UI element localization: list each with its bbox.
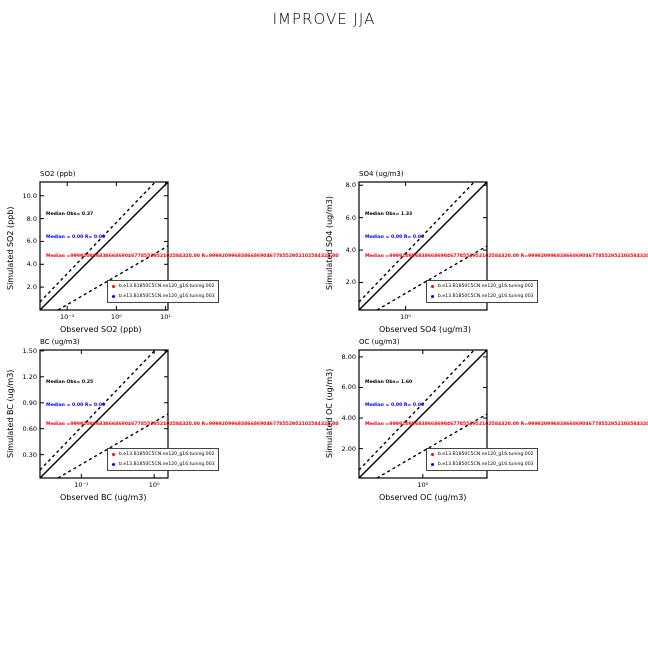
y-tick-label: 0.30 <box>22 450 37 459</box>
legend-marker <box>112 452 115 456</box>
y-tick-label: 1.20 <box>22 372 37 381</box>
legend-marker <box>112 294 115 298</box>
figure-title: IMPROVE JJA <box>272 10 376 28</box>
plot-area <box>39 349 169 479</box>
plot-area <box>39 181 169 311</box>
x-axis-label: Observed OC (ug/m3) <box>379 493 467 502</box>
chart-panel: 2.0 4.0 6.0 8.0 10⁰ SO4 (ug/m3) Observed SO4 (… <box>325 170 648 334</box>
legend-item: b.e13.B1850C5CN.ne120_g16.tuning.002 <box>108 449 218 459</box>
legend-item: b.e13.B1850C5CN.ne120_g16.tuning.003 <box>427 459 537 469</box>
y-tick-label: 4.0 <box>26 260 37 269</box>
y-tick-label: 6.00 <box>341 383 356 392</box>
upper-factor-line <box>39 349 156 471</box>
y-tick-label: 4.0 <box>345 246 356 255</box>
one-to-one-line <box>358 181 488 311</box>
plot-frame <box>358 181 488 311</box>
y-axis-label: Simulated OC (ug/m3) <box>325 368 334 458</box>
legend-marker <box>431 294 434 298</box>
y-axis-label: Simulated SO4 (ug/m3) <box>325 196 334 290</box>
blue-stats-text: Median = 0.00 R= 0.00 <box>365 403 425 408</box>
legend-label: b.e13.B1850C5CN.ne120_g16.tuning.002 <box>438 451 534 457</box>
legend-item: b.e13.B1850C5CN.ne120_g16.tuning.002 <box>427 281 537 291</box>
legend-item: b.e13.B1850C5CN.ne120_g16.tuning.003 <box>427 291 537 301</box>
red-stats-text: Median =99992099683866869046778552952102… <box>46 422 339 427</box>
plot-frame <box>39 349 169 479</box>
plot-area <box>358 349 488 479</box>
blue-stats-text: Median = 0.00 R= 0.00 <box>365 235 425 240</box>
panel-title: OC (ug/m3) <box>359 338 400 346</box>
y-tick-label: 2.0 <box>26 283 37 292</box>
x-tick-label: 10⁰ <box>110 313 122 321</box>
legend-label: b.e13.B1850C5CN.ne120_g16.tuning.002 <box>119 451 215 457</box>
upper-factor-line <box>358 349 475 471</box>
upper-factor-line <box>358 181 475 303</box>
legend: b.e13.B1850C5CN.ne120_g16.tuning.002 b.e1… <box>107 280 219 303</box>
panel-title: SO2 (ppb) <box>40 170 76 178</box>
median-obs-text: Median Obs= 0.37 <box>46 212 94 217</box>
median-obs-text: Median Obs= 1.33 <box>365 212 413 217</box>
y-axis-label: Simulated SO2 (ppb) <box>6 206 15 290</box>
one-to-one-line <box>39 349 169 479</box>
x-axis-label: Observed BC (ug/m3) <box>60 493 147 502</box>
blue-stats-text: Median = 0.00 R= 0.00 <box>46 235 106 240</box>
y-tick-label: 10.0 <box>22 191 37 200</box>
y-tick-label: 2.00 <box>341 444 356 453</box>
legend-label: b.e13.B1850C5CN.ne120_g16.tuning.002 <box>438 283 534 289</box>
red-stats-text: Median =99992099683866869046778552952102… <box>365 254 648 259</box>
legend-marker <box>431 284 434 288</box>
x-tick-label: 10¹ <box>160 313 172 321</box>
legend-label: b.e13.B1850C5CN.ne120_g16.tuning.002 <box>119 283 215 289</box>
x-tick-label: 10⁻¹ <box>60 313 75 321</box>
legend-marker <box>112 462 115 466</box>
legend-item: b.e13.B1850C5CN.ne120_g16.tuning.002 <box>108 281 218 291</box>
y-tick-label: 8.0 <box>345 181 356 190</box>
legend-item: b.e13.B1850C5CN.ne120_g16.tuning.003 <box>108 459 218 469</box>
y-tick-label: 8.00 <box>341 352 356 361</box>
upper-factor-line <box>39 181 156 303</box>
blue-stats-text: Median = 0.00 R= 0.00 <box>46 403 106 408</box>
legend-item: b.e13.B1850C5CN.ne120_g16.tuning.002 <box>427 449 537 459</box>
y-tick-label: 6.0 <box>345 213 356 222</box>
legend-marker <box>112 284 115 288</box>
y-tick-label: 8.0 <box>26 214 37 223</box>
one-to-one-line <box>39 181 169 311</box>
chart-panel: 2.00 4.00 6.00 8.00 10⁰ OC (ug/m3) Observed OC… <box>325 338 648 502</box>
panel-title: SO4 (ug/m3) <box>359 170 404 178</box>
x-axis-label: Observed SO4 (ug/m3) <box>379 325 472 334</box>
legend-label: b.e13.B1850C5CN.ne120_g16.tuning.003 <box>438 461 534 467</box>
red-stats-text: Median =99992099683866869046778552952102… <box>365 422 648 427</box>
x-tick-label: 10⁰ <box>148 481 160 489</box>
y-tick-label: 2.0 <box>345 278 356 287</box>
x-tick-label: 10⁰ <box>417 481 429 489</box>
legend: b.e13.B1850C5CN.ne120_g16.tuning.002 b.e1… <box>107 448 219 471</box>
plot-frame <box>39 181 169 311</box>
y-tick-label: 4.00 <box>341 414 356 423</box>
legend-label: b.e13.B1850C5CN.ne120_g16.tuning.003 <box>438 293 534 299</box>
plot-area <box>358 181 488 311</box>
y-axis-label: Simulated BC (ug/m3) <box>6 369 15 458</box>
y-tick-label: 1.50 <box>22 346 37 355</box>
chart-panel: 0.30 0.60 0.90 1.20 1.50 10⁻¹ 10⁰ BC (ug/m3) Obs… <box>6 338 339 502</box>
median-obs-text: Median Obs= 0.25 <box>46 380 94 385</box>
x-tick-label: 10⁰ <box>400 313 412 321</box>
legend-label: b.e13.B1850C5CN.ne120_g16.tuning.003 <box>119 461 215 467</box>
chart-panel: 2.0 4.0 6.0 8.0 10.0 10⁻¹ 10⁰ 10¹ SO2 (ppb) Obser… <box>6 170 339 334</box>
x-axis-label: Observed SO2 (ppb) <box>60 325 142 334</box>
y-tick-label: 6.0 <box>26 237 37 246</box>
panel-title: BC (ug/m3) <box>40 338 80 346</box>
legend-label: b.e13.B1850C5CN.ne120_g16.tuning.003 <box>119 293 215 299</box>
legend-item: b.e13.B1850C5CN.ne120_g16.tuning.003 <box>108 291 218 301</box>
y-tick-label: 0.60 <box>22 424 37 433</box>
one-to-one-line <box>358 349 488 479</box>
red-stats-text: Median =99992099683866869046778552952102… <box>46 254 339 259</box>
legend: b.e13.B1850C5CN.ne120_g16.tuning.002 b.e1… <box>426 280 538 303</box>
legend: b.e13.B1850C5CN.ne120_g16.tuning.002 b.e1… <box>426 448 538 471</box>
x-tick-label: 10⁻¹ <box>74 481 89 489</box>
median-obs-text: Median Obs= 1.60 <box>365 380 413 385</box>
legend-marker <box>431 452 434 456</box>
legend-marker <box>431 462 434 466</box>
y-tick-label: 0.90 <box>22 398 37 407</box>
